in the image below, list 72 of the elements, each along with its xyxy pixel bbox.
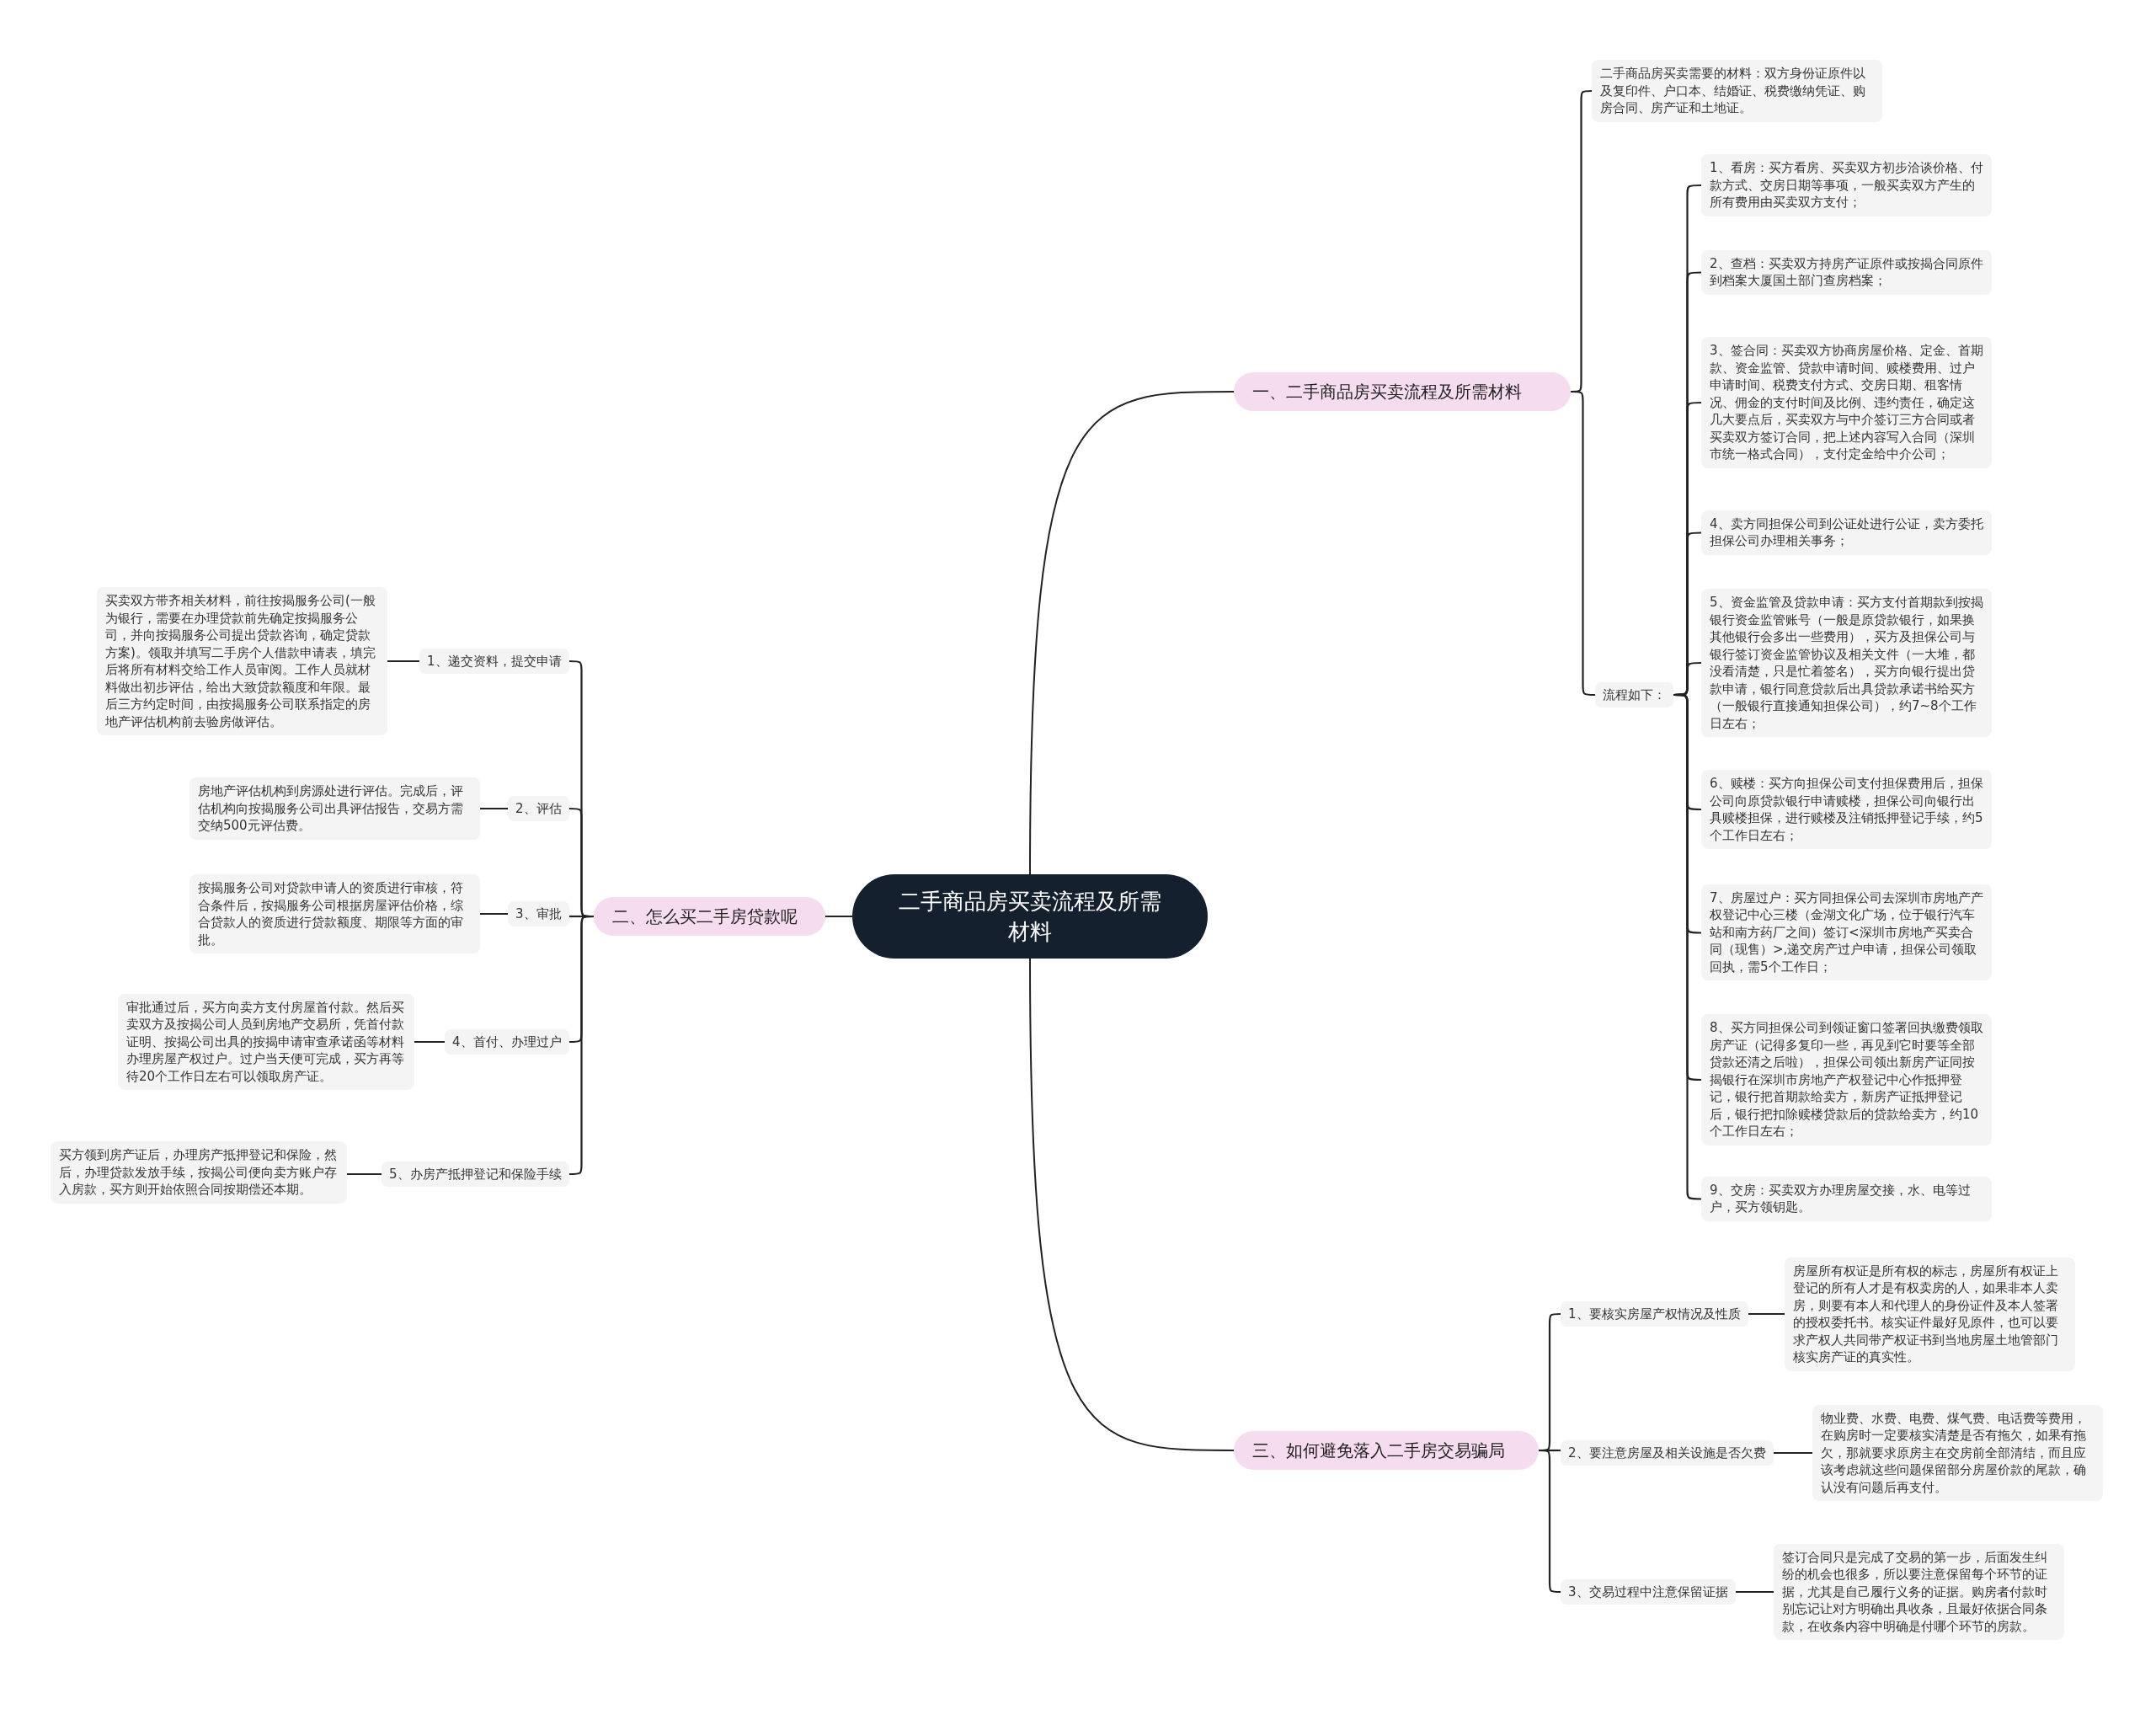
topic-text: 3、交易过程中注意保留证据: [1568, 1584, 1728, 1600]
topic-text: 1、看房：买方看房、买卖双方初步洽谈价格、付款方式、交房日期等事项，一般买卖双方产生的所有费用由买卖双方支付；: [1710, 160, 1983, 210]
subtopic-label: [445, 1029, 569, 1055]
note-box: [1701, 1176, 1992, 1221]
topic-text: 二手商品房买卖流程及所需材料: [898, 888, 1162, 946]
topic-text: 5、资金监管及贷款申请：买方支付首期款到按揭银行资金监管账号（一般是原贷款银行，如果换其他银行会多出一些费用），买方及担保公司与银行签订资金监管协议及相关文件（一大堆，都没看清楚，只是忙着签名），买方向银行提出贷款申请，银行同意贷款后出具贷款承诺书给买方（一般银行直接通知担保公司），约7~8个工作日左右；: [1710, 595, 1983, 731]
subtopic-label: [1561, 1440, 1774, 1466]
connector-line: [347, 1172, 382, 1176]
connector-line: [1748, 1312, 1785, 1316]
note-box: [1785, 1257, 2075, 1371]
subtopic-label: [508, 796, 569, 821]
topic-text: 4、首付、办理过户: [452, 1034, 562, 1049]
topic-text: 2、要注意房屋及相关设施是否欠费: [1568, 1445, 1766, 1461]
connector-line: [414, 1040, 445, 1044]
note-box: [1701, 510, 1992, 555]
connector-line: [480, 912, 508, 916]
note-box: [1701, 154, 1992, 216]
topic-text: 1、要核实房屋产权情况及性质: [1568, 1306, 1741, 1322]
branch-topic: [1234, 372, 1571, 411]
topic-text: 9、交房：买卖双方办理房屋交接，水、电等过户，买方领钥匙。: [1710, 1182, 1971, 1215]
branch-topic: [1234, 1431, 1539, 1470]
topic-text: 4、卖方同担保公司到公证处进行公证，卖方委托担保公司办理相关事务；: [1710, 515, 1983, 548]
topic-text: 二手商品房买卖需要的材料：双方身份证原件以及复印件、户口本、结婚证、税费缴纳凭证、购房合同、房产证和土地证。: [1600, 66, 1865, 115]
connector-line: [1774, 1451, 1812, 1455]
subtopic-label: [508, 901, 569, 927]
topic-text: 7、房屋过户：买方同担保公司去深圳市房地产产权登记中心三楼（金湖文化广场，位于银行汽车站和南方药厂之间）签订<深圳市房地产买卖合同（现售）>,递交房产过户申请，担保公司领取回执，需5个工作日；: [1710, 889, 1983, 975]
topic-text: 房地产评估机构到房源处进行评估。完成后，评估机构向按揭服务公司出具评估报告，交易方需交纳500元评估费。: [198, 783, 463, 833]
connector-line: [1673, 693, 1701, 1200]
note-box: [1774, 1543, 2064, 1640]
topic-text: 按揭服务公司对贷款申请人的资质进行审核，符合条件后，按揭服务公司根据房屋评估价格，综合贷款人的资质进行贷款额度、期限等方面的审批。: [198, 880, 463, 948]
topic-text: 流程如下：: [1603, 687, 1666, 702]
note-box: [1701, 770, 1992, 849]
topic-text: 3、审批: [515, 906, 562, 921]
topic-text: 审批通过后，买方向卖方支付房屋首付款。然后买卖双方及按揭公司人员到房地产交易所，凭首付款证明、按揭公司出具的按揭申请审查承诺函等材料办理房屋产权过户。过户当天便可完成，买方再等待20个工作日左右可以领取房产证。: [126, 999, 404, 1084]
topic-text: 买方领到房产证后，办理房产抵押登记和保险，然后，办理贷款发放手续，按揭公司便向卖方账户存入房款，买方则开始依照合同按期偿还本期。: [59, 1147, 337, 1197]
subtopic-label: [419, 649, 569, 674]
topic-text: 三、如何避免落入二手房交易骗局: [1252, 1440, 1505, 1461]
connector-line: [1539, 1449, 1561, 1594]
branch-topic: [594, 897, 825, 936]
topic-text: 一、二手商品房买卖流程及所需材料: [1252, 382, 1522, 402]
topic-text: 5、办房产抵押登记和保险手续: [389, 1167, 562, 1182]
note-box: [1701, 884, 1992, 980]
note-box: [189, 874, 480, 953]
note-box: [118, 993, 414, 1090]
subtopic-label: [1561, 1301, 1748, 1327]
connector-line: [825, 916, 853, 917]
topic-text: 房屋所有权证是所有权的标志，房屋所有权证上登记的所有人才是有权卖房的人，如果非本人卖房，则要有本人和代理人的身份证件及本人签署的授权委托书。核实证件最好见原件，也可以要求产权人共同带产权证书到当地房屋土地管部门核实房产证的真实性。: [1793, 1263, 2058, 1365]
note-box: [1592, 60, 1882, 122]
note-box: [1812, 1404, 2103, 1501]
connector-line: [569, 915, 594, 1176]
note-box: [51, 1141, 347, 1204]
topic-text: 物业费、水费、电费、煤气费、电话费等费用，在购房时一定要核实清楚是否有拖欠，如果有拖欠，那就要求原房主在交房前全部清结，而且应该考虑就这些问题保留部分房屋价款的尾款，确认没有问题后再支付。: [1821, 1410, 2086, 1495]
topic-text: 2、查档：买卖双方持房产证原件或按揭合同原件到档案大厦国土部门查房档案；: [1710, 255, 1983, 288]
subtopic-label: [1561, 1579, 1736, 1605]
topic-text: 买卖双方带齐相关材料，前往按揭服务公司(一般为银行，需要在办理贷款前先确定按揭服务公司，并向按揭服务公司提出贷款咨询，确定贷款方案)。领取并填写二手房个人借款申请表，填完后将所有材料交给工作人员审阅。工作人员就材料做出初步评估，给出大致贷款额度和年限。最后三方约定时间，由按揭服务公司联系指定的房地产评估机构前去验房做评估。: [105, 593, 376, 729]
topic-text: 签订合同只是完成了交易的第一步，后面发生纠纷的机会也很多，所以要注意保留每个环节的证据，尤其是自己履行义务的证据。购房者付款时别忘记让对方明确出具收条，且最好依据合同条款，在收条内容中明确是付哪个环节的房款。: [1782, 1549, 2047, 1634]
topic-text: 6、赎楼：买方向担保公司支付担保费用后，担保公司向原贷款银行申请赎楼，担保公司向银行出具赎楼担保，进行赎楼及注销抵押登记手续，约5个工作日左右；: [1710, 776, 1983, 843]
subtopic-label: [1595, 682, 1673, 708]
topic-text: 二、怎么买二手房贷款呢: [612, 906, 798, 927]
connector-line: [1029, 391, 1235, 875]
topic-text: 8、买方同担保公司到领证窗口签署回执缴费领取房产证（记得多复印一些，再见到它时要等全部贷款还清之后啦），担保公司领出新房产证同按揭银行在深圳市房地产产权登记中心作抵押登记，银行把首期款给卖方，新房产证抵押登记后，银行把扣除赎楼贷款后的贷款给卖方，约10个工作日左右；: [1710, 1020, 1983, 1139]
note-box: [1701, 249, 1992, 295]
connector-line: [480, 807, 508, 810]
topic-text: 3、签合同：买卖双方协商房屋价格、定金、首期款、资金监管、贷款申请时间、赎楼费用、过户申请时间、税费支付方式、交房日期、租客情况、佣金的支付时间及比例、违约责任，确定这几大要点后，买卖双方与中介签订三方合同或者买卖双方签订合同，把上述内容写入合同（深圳市统一格式合同），支付定金给中介公司；: [1710, 343, 1983, 462]
subtopic-label: [382, 1162, 569, 1187]
topic-text: 1、递交资料，提交申请: [427, 654, 562, 669]
note-box: [189, 777, 480, 840]
connector-line: [1029, 958, 1235, 1451]
connector-line: [1736, 1590, 1774, 1594]
connector-line: [387, 660, 419, 663]
topic-text: 2、评估: [515, 801, 562, 816]
connector-line: [1571, 390, 1595, 697]
